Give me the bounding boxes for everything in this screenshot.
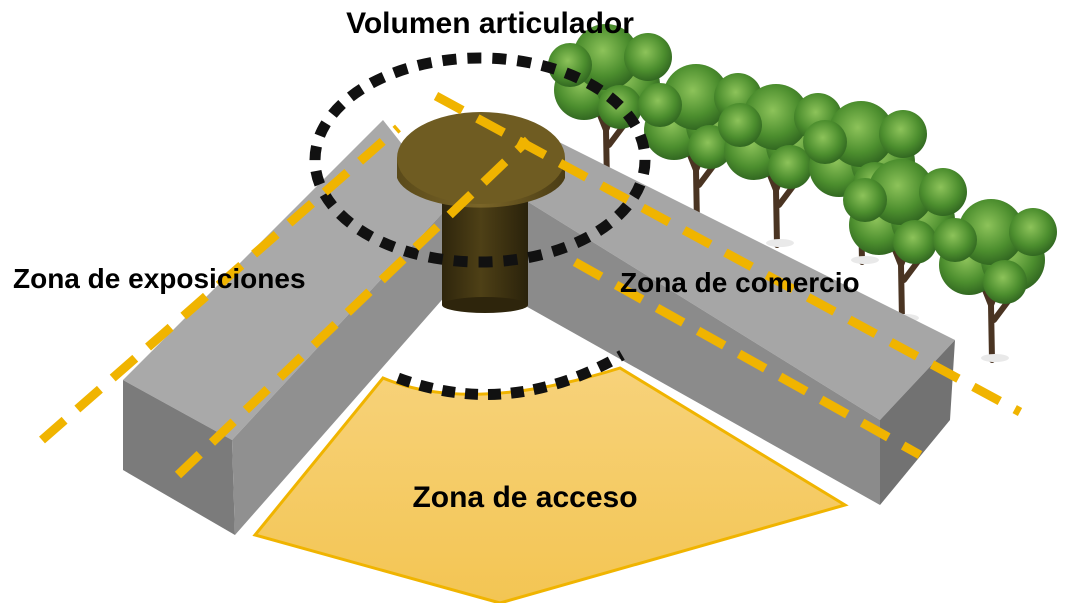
exhibition-axis-outer — [39, 124, 401, 444]
access-zone-label: Zona de acceso — [412, 481, 637, 514]
exhibition-zone-label: Zona de exposiciones — [13, 263, 306, 294]
commerce-axis-lower — [572, 258, 923, 459]
exhibition-wing — [123, 120, 455, 535]
access-arc-marker — [396, 350, 625, 400]
articulating-volume-cylinder — [397, 112, 565, 313]
articulating-volume-label: Volumen articulador — [346, 7, 634, 40]
axis-lines — [39, 92, 1023, 479]
tree-icon — [933, 199, 1057, 362]
commerce-zone-label: Zona de comercio — [620, 267, 860, 298]
commerce-axis-upper — [433, 92, 1023, 416]
articulator-circle-marker — [309, 52, 651, 268]
commerce-wing — [515, 140, 955, 505]
exhibition-axis-inner — [174, 136, 532, 479]
